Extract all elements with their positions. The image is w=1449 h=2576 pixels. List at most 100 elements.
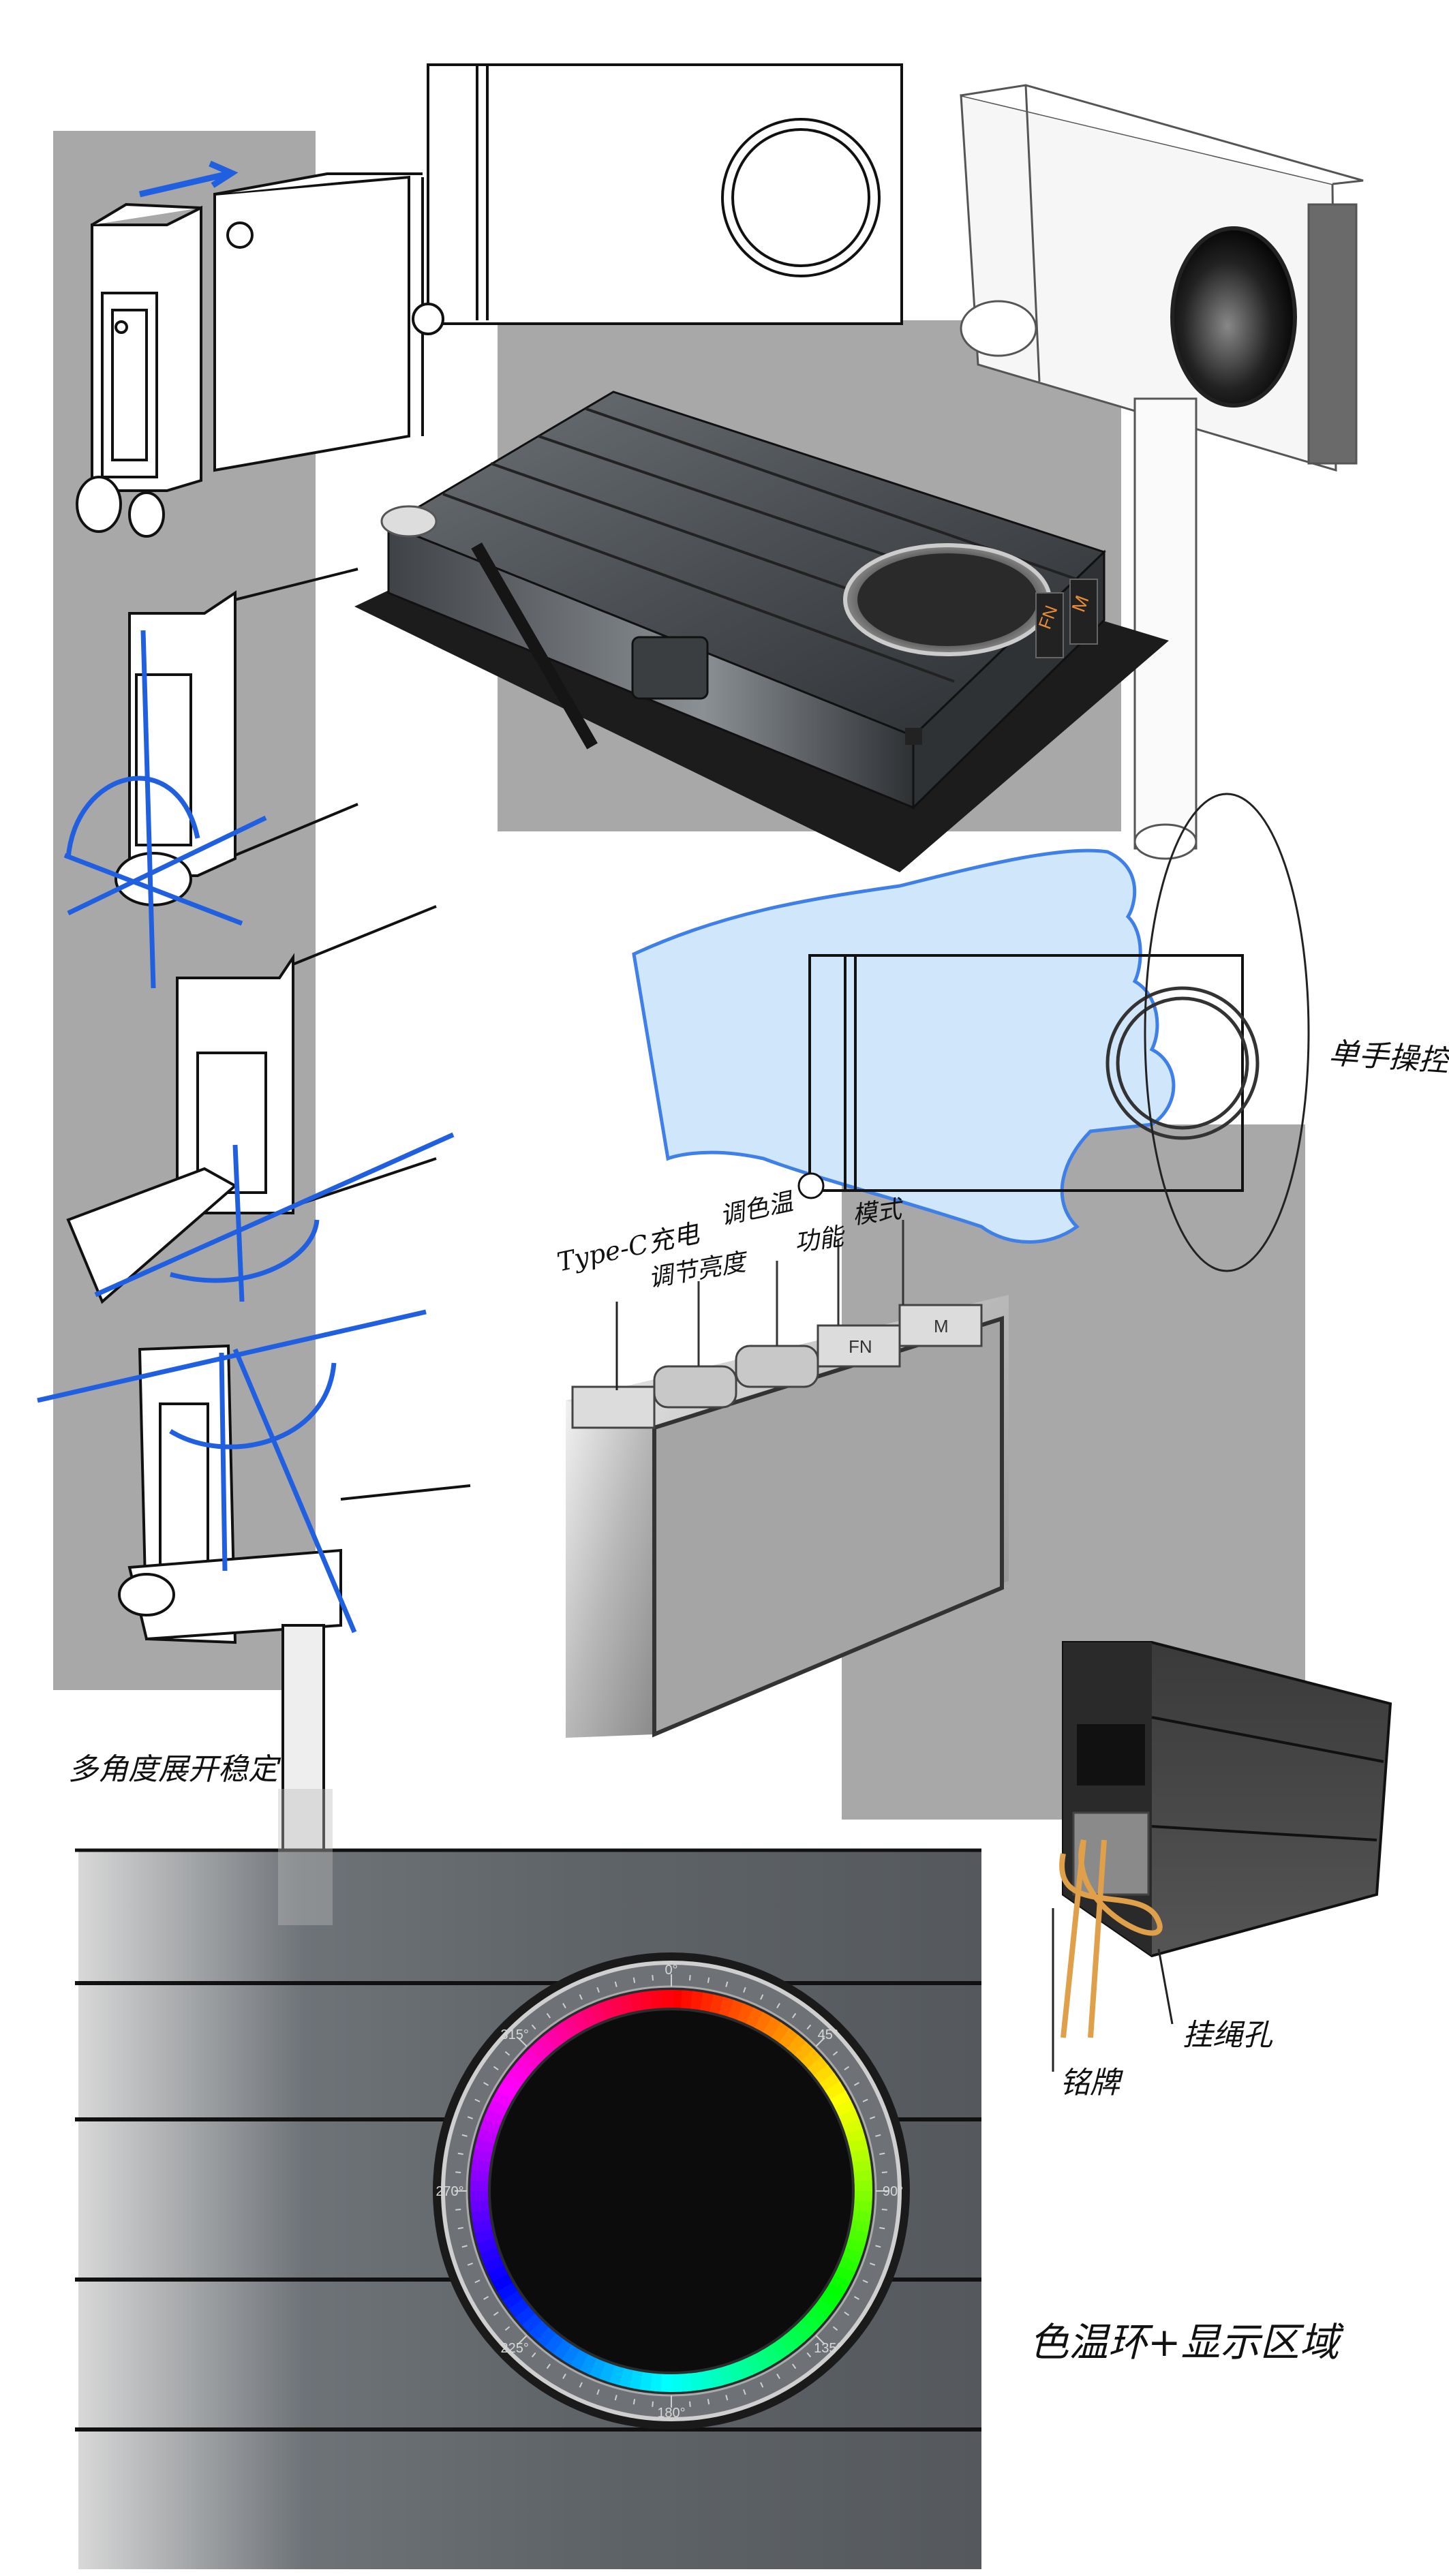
- dial-label: 315°: [501, 2027, 529, 2042]
- dial-tick: [474, 2098, 481, 2102]
- sketch-perspective-lens: [960, 84, 1364, 860]
- dial-tick: [725, 2395, 729, 2401]
- annotation-mode: 模式: [850, 1195, 904, 1230]
- blue-rotation-axes-3: [37, 1309, 427, 1634]
- dial-tick: [725, 1981, 729, 1987]
- dial-tick: [546, 2363, 551, 2370]
- dial-tick: [461, 2245, 468, 2248]
- dial-label: 45°: [818, 2027, 838, 2042]
- key-label-fn: FN: [849, 1336, 872, 1357]
- dial-label: 225°: [501, 2341, 529, 2356]
- dial-tick: [632, 1977, 636, 1983]
- render-device-top: [354, 390, 1169, 872]
- dial-tick: [760, 2382, 764, 2388]
- dial-tick: [579, 1994, 583, 2000]
- color-temperature-ring: [470, 1990, 872, 2392]
- dial-tick: [531, 2024, 536, 2030]
- annotation-multi-angle: 多角度展开稳定: [68, 1752, 278, 1787]
- blue-arrow-slide: [138, 170, 230, 198]
- dial-tick: [869, 2116, 876, 2119]
- dial-tick: [493, 2311, 499, 2316]
- dial-tick: [517, 2335, 528, 2345]
- dial-tick: [743, 1987, 746, 1993]
- dial-tick: [776, 2003, 780, 2009]
- annotation-one-hand: 单手操控: [1328, 1035, 1449, 1079]
- dial-tick: [474, 2280, 481, 2284]
- annotation-color-ring: 色温环+显示区域: [1029, 2319, 1339, 2365]
- dial-tick: [546, 2012, 551, 2019]
- dial-tick: [504, 2326, 510, 2331]
- dial-tick: [596, 1987, 600, 1993]
- dial-degree-labels: 0° 45° 90° 135° 180° 225° 270° 315°: [436, 1963, 903, 2421]
- blue-rotation-axes-1: [63, 630, 267, 989]
- dial-tick: [531, 2352, 536, 2358]
- dial-label: 0°: [665, 1963, 677, 1978]
- dial-tick: [707, 1977, 710, 1983]
- dial-tick: [455, 2209, 461, 2211]
- dial-tick: [493, 2066, 499, 2071]
- dial-tick: [815, 2037, 825, 2047]
- dial-tick: [869, 2263, 876, 2266]
- dial-tick: [760, 1994, 764, 2000]
- dial-tick: [879, 2152, 885, 2156]
- dial-tick: [707, 2399, 710, 2405]
- dial-tick: [743, 2389, 746, 2395]
- dial-tick: [467, 2116, 474, 2119]
- annotation-nameplate: 铭牌: [1060, 2066, 1120, 2100]
- dial-tick: [467, 2263, 474, 2266]
- dial-tick: [504, 2051, 510, 2056]
- dial-tick: [815, 2335, 825, 2345]
- dial-tick: [881, 2209, 887, 2211]
- dial-tick: [806, 2352, 812, 2358]
- leader-hang-rope: [1157, 1948, 1174, 2025]
- dial-tick: [806, 2024, 812, 2030]
- dial-tick: [652, 2401, 654, 2407]
- dial-tick: [853, 2082, 859, 2086]
- annotation-function: 功能: [792, 1223, 846, 1257]
- sketch-folded-device: [76, 172, 424, 538]
- blue-arrowhead-slide: [209, 160, 239, 188]
- dial-tick: [632, 2399, 636, 2405]
- dial-tick: [614, 1981, 617, 1987]
- dial-label: 270°: [436, 2184, 463, 2199]
- dial-tick: [562, 2373, 566, 2379]
- dial-tick: [862, 2280, 868, 2284]
- dial-label: 135°: [814, 2341, 842, 2356]
- sketch-rotation-2: [66, 905, 437, 1304]
- dial-tick: [455, 2171, 461, 2173]
- dial-tick: [483, 2296, 489, 2300]
- dial-tick: [457, 2152, 463, 2156]
- dial-tick: [791, 2012, 797, 2019]
- dial-tick: [562, 2003, 566, 2009]
- sketch-front-view: [412, 63, 903, 335]
- dial-tick: [483, 2082, 489, 2086]
- dial-tick-marks: [455, 1974, 888, 2408]
- blue-rotation-axes-2: [94, 1132, 455, 1302]
- dial-tick: [875, 2134, 881, 2137]
- sketch-keys-side: [566, 1220, 1009, 1738]
- render-color-dial: 0° 45° 90° 135° 180° 225° 270° 315°: [75, 1789, 981, 2569]
- sketch-hang-box: [1059, 1641, 1392, 2038]
- dial-tick: [881, 2171, 887, 2173]
- dial-tick: [776, 2373, 780, 2379]
- dial-tick: [652, 1975, 654, 1981]
- dial-tick: [517, 2037, 528, 2047]
- dial-label: 180°: [657, 2406, 685, 2421]
- dial-tick: [614, 2395, 617, 2401]
- dial-tick: [596, 2389, 600, 2395]
- key-label-m: M: [934, 1316, 949, 1336]
- dial-label: 90°: [883, 2184, 903, 2199]
- dial-tick: [844, 2311, 850, 2316]
- dial-tick: [461, 2134, 468, 2137]
- dial-tick: [791, 2363, 797, 2370]
- annotation-hang-rope: 挂绳孔: [1183, 2018, 1272, 2053]
- sketch-rotation-3: [118, 1344, 471, 1852]
- dial-tick: [832, 2326, 838, 2331]
- dial-tick: [579, 2382, 583, 2388]
- dial-tick: [875, 2245, 881, 2248]
- dial-tick: [832, 2051, 838, 2056]
- dial-tick: [853, 2296, 859, 2300]
- hand-sketch: [632, 793, 1310, 1272]
- dial-tick: [844, 2066, 850, 2071]
